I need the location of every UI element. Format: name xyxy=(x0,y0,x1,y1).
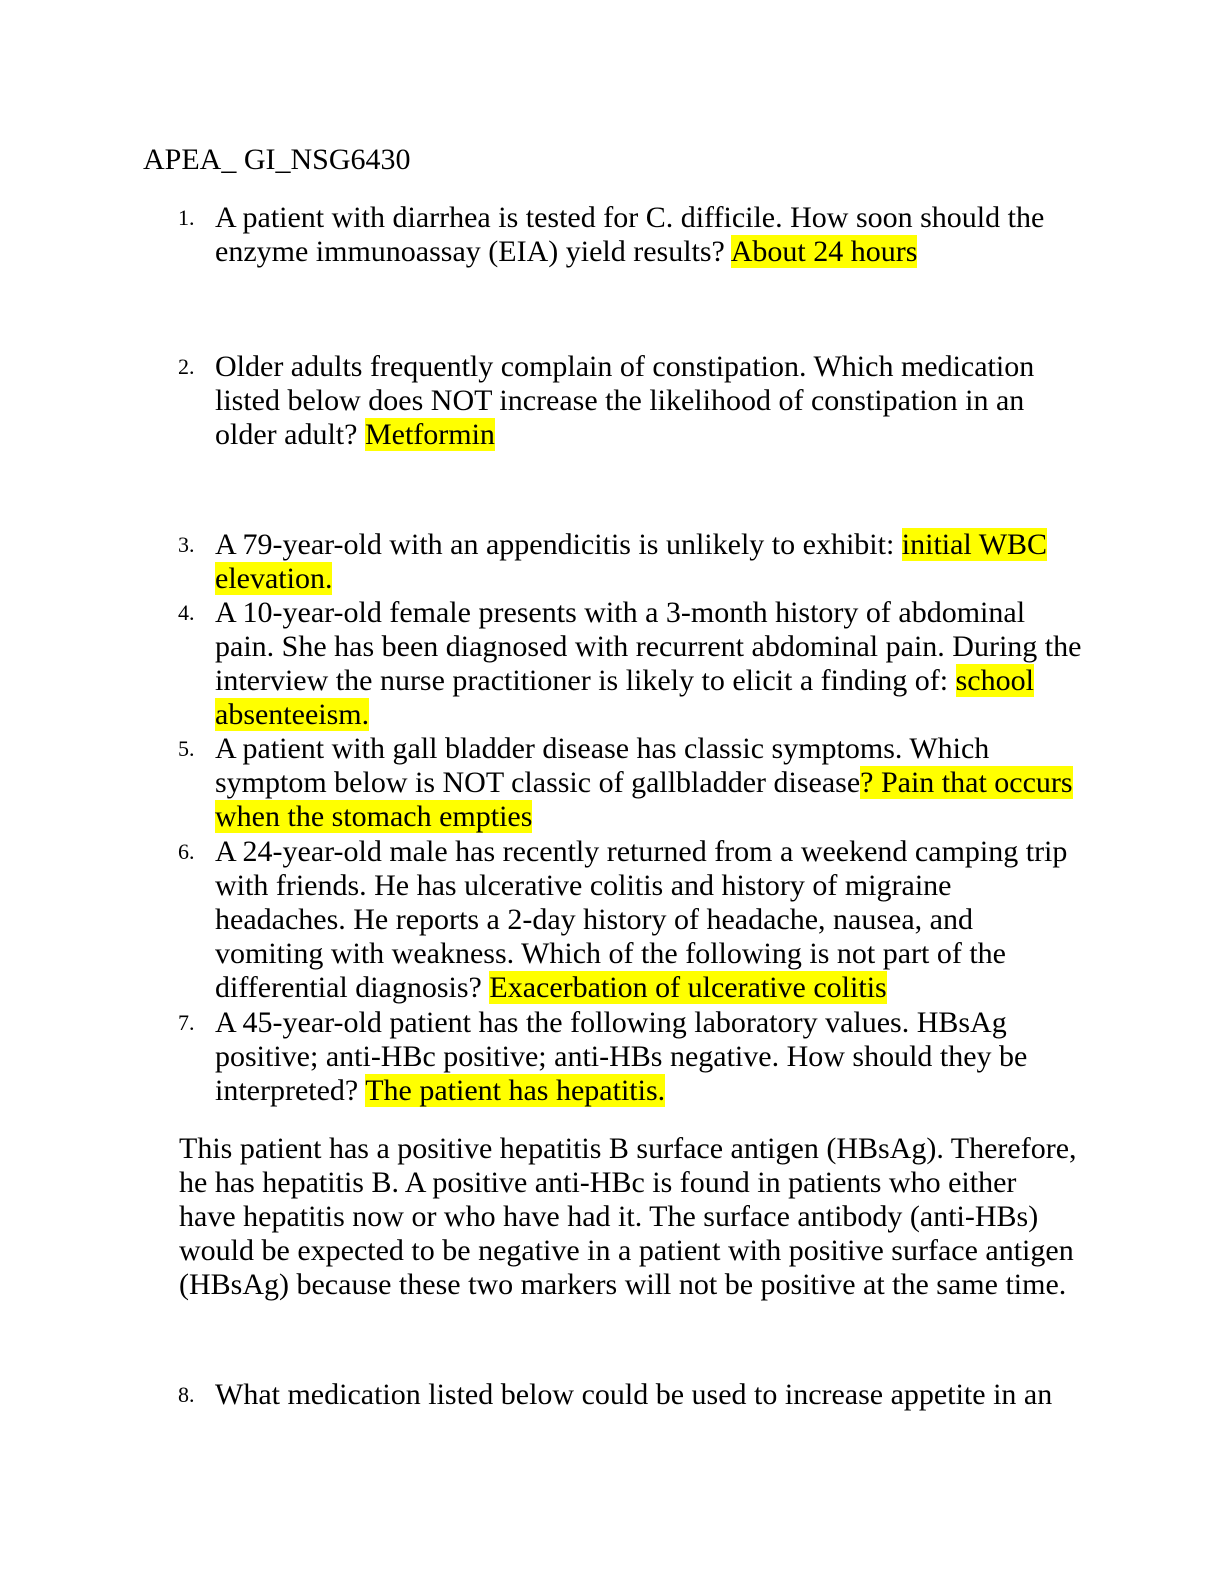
highlighted-answer: About 24 hours xyxy=(730,235,918,268)
question-text: A patient with diarrhea is tested for C.… xyxy=(215,201,1045,268)
question-5: 5. A patient with gall bladder disease h… xyxy=(178,732,1085,834)
question-text: A 24-year-old male has recently returned… xyxy=(215,835,1068,1004)
answer-explanation: This patient has a positive hepatitis B … xyxy=(179,1132,1077,1301)
question-7: 7. A 45-year-old patient has the followi… xyxy=(178,1006,1085,1108)
question-4: 4. A 10-year-old female presents with a … xyxy=(178,596,1085,732)
question-8: 8. What medication listed below could be… xyxy=(178,1378,1085,1412)
question-number: 7. xyxy=(178,1010,195,1035)
question-text: What medication listed below could be us… xyxy=(215,1378,1053,1411)
highlighted-answer: Exacerbation of ulcerative colitis xyxy=(489,971,887,1004)
question-number: 5. xyxy=(178,736,195,761)
highlighted-answer: The patient has hepatitis. xyxy=(365,1074,666,1107)
question-1: 1. A patient with diarrhea is tested for… xyxy=(178,201,1085,269)
question-6: 6. A 24-year-old male has recently retur… xyxy=(178,835,1085,1005)
question-number: 8. xyxy=(178,1382,195,1407)
question-number: 2. xyxy=(178,354,195,379)
question-text: A 45-year-old patient has the following … xyxy=(215,1006,1028,1107)
question-text: A 79-year-old with an appendicitis is un… xyxy=(215,528,902,561)
question-text: A 10-year-old female presents with a 3-m… xyxy=(215,596,1082,697)
document-title: APEA_ GI_NSG6430 xyxy=(143,143,411,176)
highlighted-answer: Metformin xyxy=(364,418,495,451)
question-3: 3. A 79-year-old with an appendicitis is… xyxy=(178,528,1085,596)
question-text: A patient with gall bladder disease has … xyxy=(215,732,990,799)
question-number: 6. xyxy=(178,839,195,864)
question-number: 1. xyxy=(178,205,195,230)
question-number: 3. xyxy=(178,532,195,557)
question-number: 4. xyxy=(178,600,195,625)
question-2: 2. Older adults frequently complain of c… xyxy=(178,350,1085,452)
question-text: Older adults frequently complain of cons… xyxy=(215,350,1035,451)
